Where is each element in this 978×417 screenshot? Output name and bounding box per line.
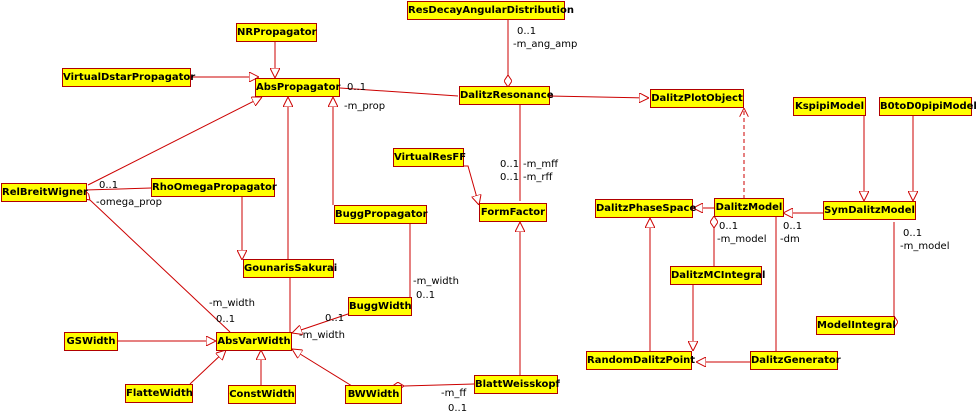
edge-dalitzresonance-to-dalitzplotobject — [548, 96, 649, 98]
class-abs-propagator[interactable]: AbsPropagator — [255, 78, 340, 97]
edge-virtualresff-to-formfactor — [460, 165, 479, 205]
multiplicity-dm: 0..1 — [783, 221, 803, 232]
class-bugg-width[interactable]: BuggWidth — [348, 297, 412, 316]
role-omega-prop: -omega_prop — [96, 197, 162, 208]
edge-rhoomega-to-relbreitwigner — [85, 188, 152, 190]
class-dalitz-phase-space[interactable]: DalitzPhaseSpace — [595, 199, 696, 218]
edge-flattewidth-to-absvarwidth — [189, 350, 226, 385]
class-dalitz-plot-object[interactable]: DalitzPlotObject — [650, 89, 744, 108]
multiplicity-m-width-gs: 0..1 — [216, 314, 236, 325]
role-m-ff: -m_ff — [441, 388, 467, 399]
class-sym-dalitz-model[interactable]: SymDalitzModel — [823, 201, 916, 220]
class-bw-width[interactable]: BWWidth — [345, 385, 402, 404]
multiplicity-m-width-bugg: 0..1 — [416, 290, 436, 301]
role-m-rff: -m_rff — [523, 172, 553, 183]
class-dalitz-generator[interactable]: DalitzGenerator — [750, 351, 841, 370]
class-dalitz-model[interactable]: DalitzModel — [714, 198, 784, 217]
class-dalitz-mc-integral[interactable]: DalitzMCIntegral — [670, 266, 765, 285]
multiplicity-m-width-bw: 0..1 — [325, 313, 345, 324]
class-b0tod0pipi-model[interactable]: B0toD0pipiModel — [879, 97, 977, 116]
class-rel-breit-wigner[interactable]: RelBreitWigner — [1, 183, 88, 202]
class-const-width[interactable]: ConstWidth — [228, 385, 296, 404]
multiplicity-m-ang-amp: 0..1 — [517, 26, 537, 37]
role-m-mff: -m_mff — [523, 159, 558, 170]
multiplicity-m-ff: 0..1 — [448, 403, 468, 414]
role-m-width-bugg: -m_width — [413, 276, 459, 287]
class-bugg-propagator[interactable]: BuggPropagator — [334, 205, 428, 224]
class-virtual-res-ff[interactable]: VirtualResFF — [393, 148, 466, 167]
class-nr-propagator[interactable]: NRPropagator — [236, 23, 317, 42]
multiplicity-m-model-dalitz: 0..1 — [719, 221, 739, 232]
multiplicity-m-model-sym: 0..1 — [903, 228, 923, 239]
role-m-width-gs: -m_width — [209, 298, 255, 309]
edge-buggwidth-to-absvarwidth — [292, 313, 349, 333]
edge-blattweisskopf-to-bwwidth — [404, 384, 475, 386]
class-form-factor[interactable]: FormFactor — [479, 203, 547, 222]
role-m-model-dalitz: -m_model — [717, 234, 767, 245]
class-model-integral[interactable]: ModelIntegral — [816, 316, 896, 335]
multiplicity-m-prop: 0..1 — [347, 82, 367, 93]
class-gs-width[interactable]: GSWidth — [64, 332, 118, 351]
multiplicity-omega-prop: 0..1 — [99, 180, 119, 191]
class-res-decay-angular-distribution[interactable]: ResDecayAngularDistribution — [407, 1, 574, 20]
edge-absvarwidth-to-relbreitwigner — [90, 200, 231, 333]
class-random-dalitz-point[interactable]: RandomDalitzPoint — [586, 351, 695, 370]
edge-relbreitwigner-to-abspropagator — [87, 97, 262, 186]
role-m-width-bw: -m_width — [299, 330, 345, 341]
class-virtual-dstar-propagator[interactable]: VirtualDstarPropagator — [62, 68, 195, 87]
class-abs-var-width[interactable]: AbsVarWidth — [216, 332, 292, 351]
multiplicity-m-mff: 0..1 — [500, 159, 520, 170]
edge-dalitzresonance-to-absprop — [340, 88, 459, 97]
class-dalitz-resonance[interactable]: DalitzResonance — [459, 86, 554, 105]
edge-bwwidth-to-absvarwidth — [292, 349, 353, 387]
class-flatte-width[interactable]: FlatteWidth — [125, 384, 193, 403]
role-dm: -dm — [780, 234, 800, 245]
class-kspipi-model[interactable]: KspipiModel — [793, 97, 866, 116]
role-m-prop: -m_prop — [344, 101, 386, 112]
class-blatt-weisskopf[interactable]: BlattWeisskopf — [474, 375, 560, 394]
role-m-ang-amp: -m_ang_amp — [513, 39, 578, 50]
role-m-model-sym: -m_model — [900, 241, 950, 252]
class-gounaris-sakurai[interactable]: GounarisSakurai — [243, 259, 337, 278]
multiplicity-m-rff: 0..1 — [500, 172, 520, 183]
class-rho-omega-propagator[interactable]: RhoOmegaPropagator — [151, 178, 277, 197]
